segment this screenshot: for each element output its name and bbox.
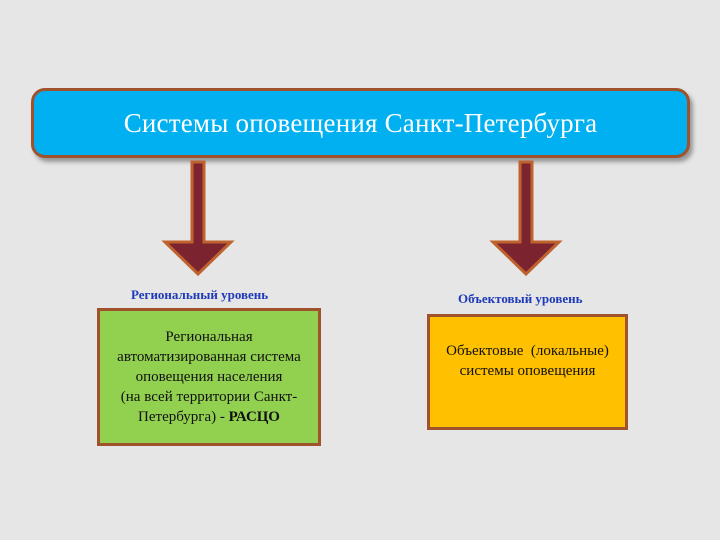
regional-level-label: Региональный уровень — [131, 287, 269, 302]
regional-box-line-last: Петербурга) - РАСЦО — [100, 407, 318, 427]
arrow-down-regional — [161, 160, 235, 277]
regional-box-line: оповещения населения — [135, 369, 283, 385]
regional-box-abbreviation: РАСЦО — [228, 409, 280, 425]
regional-box-line: (на всей территории Санкт- — [120, 389, 298, 405]
regional-system-box: Региональная автоматизированная система … — [97, 308, 321, 446]
regional-box-line: Региональная — [165, 329, 253, 345]
regional-box-line-prefix: Петербурга) - — [138, 409, 229, 425]
object-box-line: Объектовые (локальные) — [446, 343, 609, 359]
title-box: Системы оповещения Санкт-Петербурга — [31, 88, 690, 158]
arrow-down-object — [489, 160, 563, 277]
object-system-box: Объектовые (локальные) системы оповещени… — [427, 314, 628, 430]
object-level-label: Объектовый уровень — [458, 291, 583, 306]
diagram-title: Системы оповещения Санкт-Петербурга — [123, 107, 598, 138]
regional-box-line: автоматизированная система — [117, 349, 301, 365]
object-box-line: системы оповещения — [459, 363, 596, 379]
